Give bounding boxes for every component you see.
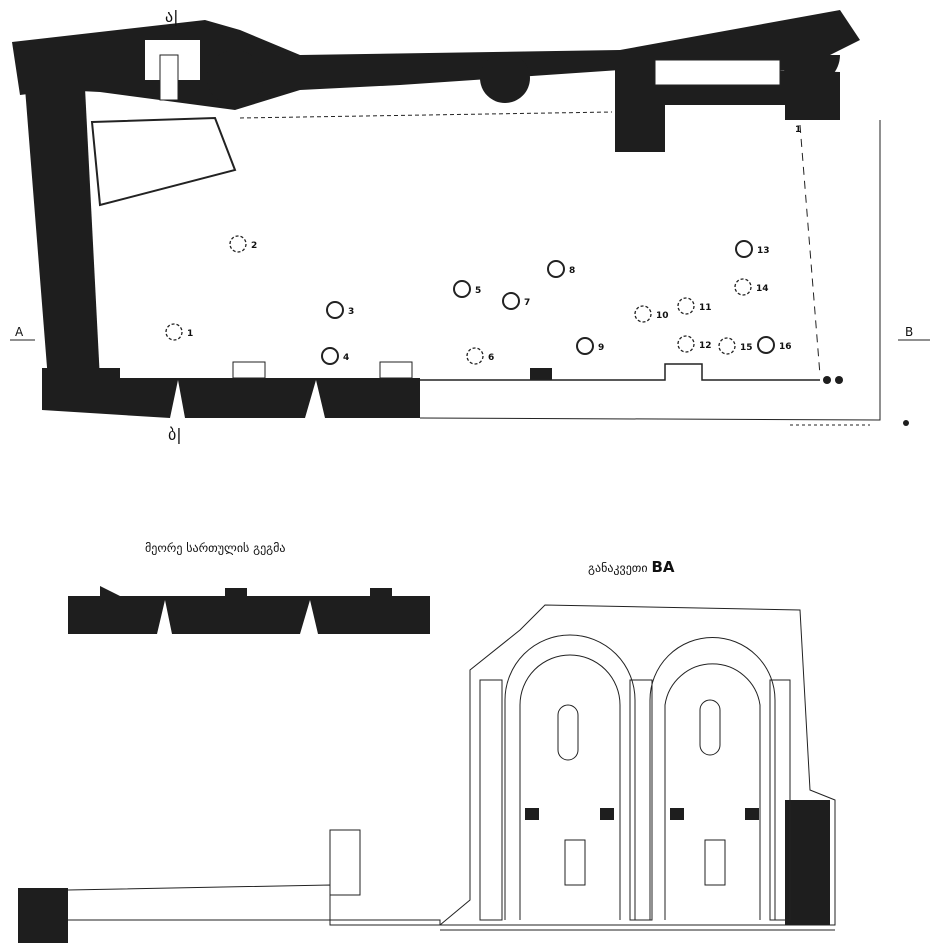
column-marker-5 bbox=[453, 280, 471, 298]
column-label: 2 bbox=[251, 241, 257, 251]
column-marker-1 bbox=[165, 323, 183, 341]
column-label: 7 bbox=[524, 298, 530, 308]
section-caption: განაკვეთი bbox=[588, 561, 648, 575]
column-marker-6 bbox=[466, 347, 484, 365]
column-label: 8 bbox=[569, 266, 575, 276]
column-label: 1 bbox=[187, 329, 193, 339]
section-elevation: განაკვეთი BA bbox=[18, 558, 836, 943]
column-marker-15 bbox=[718, 337, 736, 355]
column-marker-11 bbox=[677, 297, 695, 315]
stair-element bbox=[159, 54, 179, 101]
axis-label-left: A bbox=[15, 325, 24, 339]
second-floor-caption: მეორე სართულის გეგმა bbox=[145, 541, 286, 555]
column-marker-13 bbox=[735, 240, 753, 258]
column-marker-10 bbox=[634, 305, 652, 323]
column-label: 14 bbox=[756, 284, 769, 294]
column-label: 11 bbox=[699, 303, 712, 313]
column-marker-14 bbox=[734, 278, 752, 296]
column-label: 4 bbox=[343, 353, 349, 363]
svg-text:განაკვეთი BA: განაკვეთი BA bbox=[588, 558, 675, 576]
column-label: 13 bbox=[757, 246, 770, 256]
left-pier bbox=[18, 888, 68, 943]
corner-label: 1 bbox=[795, 125, 801, 135]
section-mark-bottom: ბ| bbox=[168, 425, 182, 444]
second-floor-plan: მეორე სართულის გეგმა bbox=[68, 541, 430, 634]
column-marker-2 bbox=[229, 235, 247, 253]
west-annex bbox=[90, 116, 237, 207]
section-mark-top: ა| bbox=[165, 7, 179, 26]
west-wall bbox=[25, 88, 100, 380]
column-label: 16 bbox=[779, 342, 792, 352]
arches bbox=[479, 634, 791, 921]
column-marker-7 bbox=[502, 292, 520, 310]
column-label: 10 bbox=[656, 311, 669, 321]
south-wall bbox=[42, 368, 420, 418]
section-code: BA bbox=[651, 558, 674, 576]
column-marker-4 bbox=[321, 347, 339, 365]
column-label: 6 bbox=[488, 353, 494, 363]
column-label: 15 bbox=[740, 343, 753, 353]
column-marker-9 bbox=[576, 337, 594, 355]
column-marker-3 bbox=[326, 301, 344, 319]
column-marker-12 bbox=[677, 335, 695, 353]
column-marker-8 bbox=[547, 260, 565, 278]
ne-pier bbox=[615, 66, 840, 152]
column-label: 12 bbox=[699, 341, 712, 351]
column-label: 5 bbox=[475, 286, 481, 296]
column-label: 9 bbox=[598, 343, 604, 353]
axis-label-right: B bbox=[905, 325, 913, 339]
column-marker-16 bbox=[757, 336, 775, 354]
column-label: 3 bbox=[348, 307, 354, 317]
